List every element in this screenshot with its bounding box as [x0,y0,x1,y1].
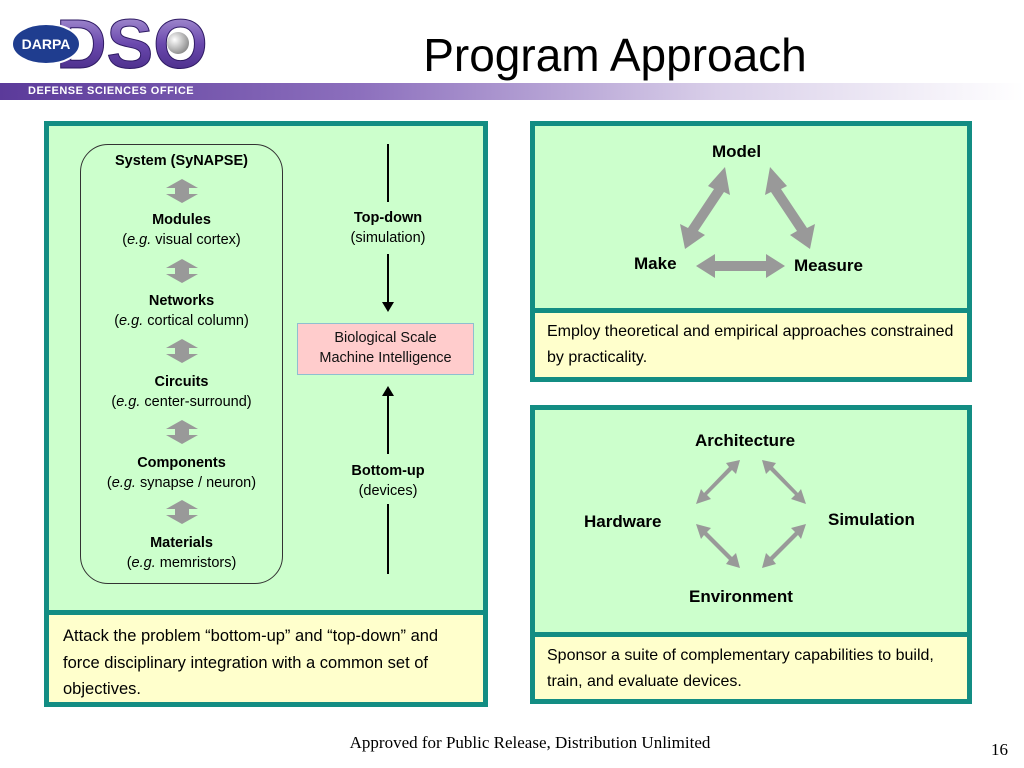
architecture-hardware-arrow-icon [696,460,740,504]
office-name: DEFENSE SCIENCES OFFICE [28,85,195,97]
page-title: Program Approach [423,29,807,81]
dso-logo: DSO DARPA [11,6,208,80]
cycle-top-label: Architecture [695,431,796,450]
top-down-arrow [382,144,394,312]
page-number: 16 [991,740,1008,759]
header-bar [0,83,1024,100]
triangle-left-label: Make [634,254,677,273]
triangle-right-label: Measure [794,256,863,275]
level-components: Components(e.g. synapse / neuron) [106,455,257,491]
architecture-simulation-arrow-icon [762,460,806,504]
bottom-up-arrow [382,386,394,574]
model-measure-arrow-icon [765,167,815,249]
cycle-arrows [696,460,806,568]
double-arrow-icon [166,179,198,203]
triangle-note: Employ theoretical and empirical approac… [530,308,972,382]
logo-badge: DARPA [22,36,71,52]
double-arrow-icon [166,500,198,524]
cycle-panel [530,405,972,637]
triangle-top-label: Model [712,142,762,161]
hardware-environment-arrow-icon [696,524,740,568]
level-modules: Modules(e.g. visual cortex) [122,212,241,248]
bottom-up-label: Bottom-up(devices) [351,463,425,499]
model-make-arrow-icon [680,167,730,249]
level-system: System (SyNAPSE) [115,153,248,169]
level-networks: Networks(e.g. cortical column) [114,293,249,329]
double-arrow-icon [166,259,198,283]
cycle-left-label: Hardware [584,512,662,531]
cycle-bottom-label: Environment [689,587,793,606]
level-circuits: Circuits(e.g. center-surround) [111,374,252,410]
top-down-label: Top-down(simulation) [350,210,426,246]
left-note: Attack the problem “bottom-up” and “top-… [44,610,488,707]
cycle-right-label: Simulation [828,510,915,529]
level-materials: Materials(e.g. memristors) [126,535,237,571]
simulation-environment-arrow-icon [762,524,806,568]
triangle-arrows [680,167,815,278]
double-arrow-icon [166,339,198,363]
footer-text: Approved for Public Release, Distributio… [349,733,711,752]
cycle-note: Sponsor a suite of complementary capabil… [530,632,972,704]
make-measure-arrow-icon [696,254,785,278]
double-arrow-icon [166,420,198,444]
hierarchy-list: System (SyNAPSE) Modules(e.g. visual cor… [80,144,283,584]
